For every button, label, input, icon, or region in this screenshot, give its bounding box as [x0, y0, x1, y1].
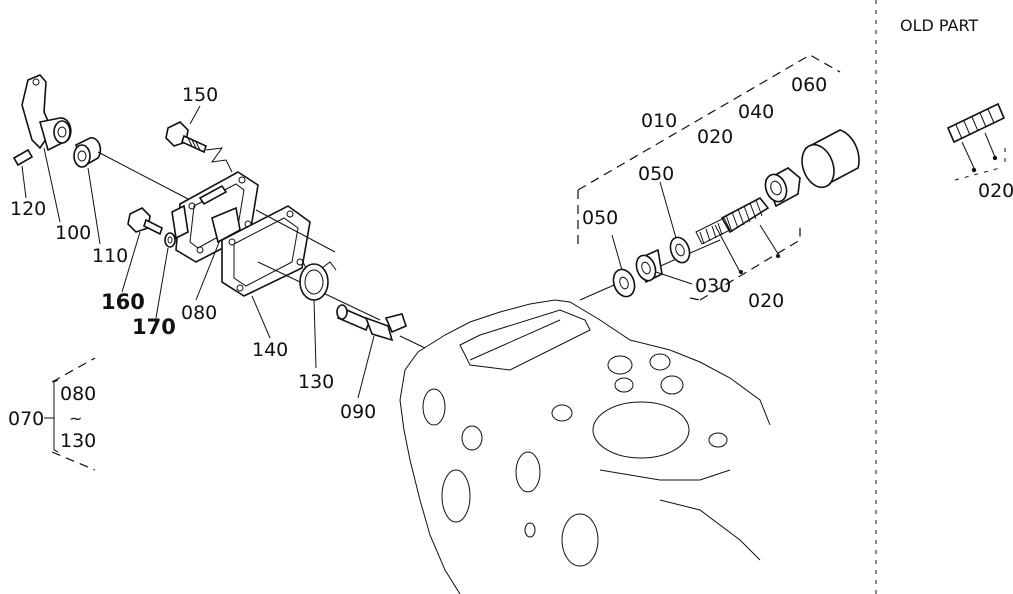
label-range-tilde: ~ [69, 409, 82, 428]
label-170: 170 [132, 315, 176, 339]
part-120-pin [12, 148, 34, 167]
label-040: 040 [738, 101, 774, 123]
part-100-lever [21, 74, 72, 152]
label-020-bottom: 020 [748, 290, 784, 312]
old-part-title: OLD PART [900, 16, 978, 35]
part-110-bushing [73, 137, 102, 168]
part-090-shaft [336, 304, 407, 342]
label-050-right: 050 [638, 163, 674, 185]
label-010: 010 [641, 110, 677, 132]
engine-block [399, 299, 771, 594]
label-020-top: 020 [697, 126, 733, 148]
label-130: 130 [298, 371, 334, 393]
label-030: 030 [695, 275, 731, 297]
part-050-washer-right [669, 236, 691, 264]
part-040-nut [764, 167, 801, 208]
part-150-bolt [165, 121, 207, 154]
label-130-range: 130 [60, 430, 96, 452]
part-050-washer-left [612, 268, 636, 298]
label-070: 070 [8, 408, 44, 430]
label-100: 100 [55, 222, 91, 244]
part-140-gasket [221, 205, 311, 297]
label-160: 160 [101, 290, 145, 314]
label-060: 060 [791, 74, 827, 96]
kit-010-outline [577, 54, 841, 191]
label-120: 120 [10, 198, 46, 220]
old-part-spring [946, 102, 1006, 181]
label-090: 090 [340, 401, 376, 423]
label-080: 080 [181, 302, 217, 324]
part-030-seat [635, 248, 663, 284]
label-110: 110 [92, 245, 128, 267]
part-130-spring [299, 259, 337, 301]
kit-070-bracket [44, 357, 96, 471]
part-060-sleeve [801, 129, 860, 189]
label-140: 140 [252, 339, 288, 361]
label-050-left: 050 [582, 207, 618, 229]
part-170-washer [164, 232, 176, 248]
part-160-bolt [127, 207, 163, 236]
label-020-old: 020 [978, 180, 1013, 202]
part-020-spring [695, 196, 770, 245]
label-150: 150 [182, 84, 218, 106]
label-080-range: 080 [60, 383, 96, 405]
